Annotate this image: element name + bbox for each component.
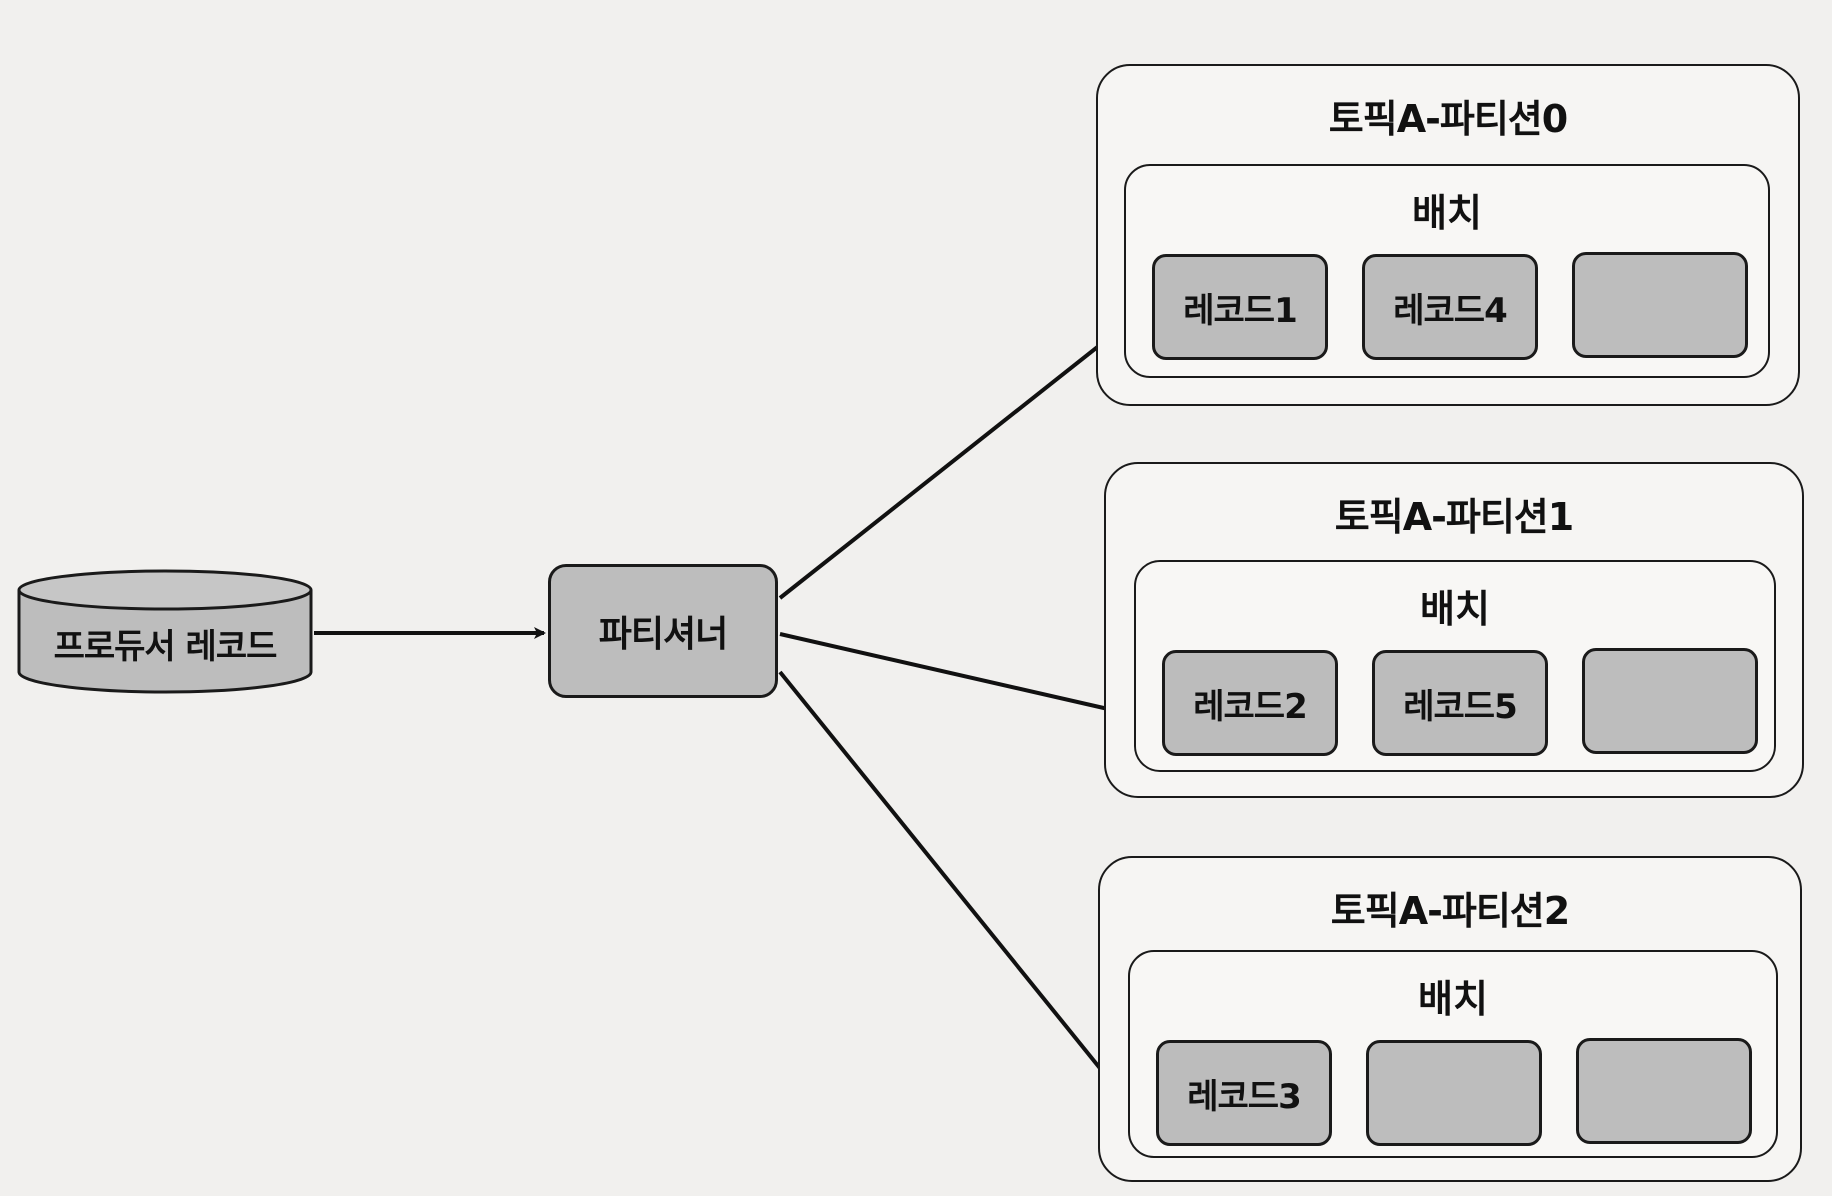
record-box: 레코드3 <box>1156 1040 1332 1146</box>
empty-record-slot <box>1572 252 1748 358</box>
partitioner-label: 파티셔너 <box>598 614 728 655</box>
producer-record-label: 프로듀서 레코드 <box>53 626 278 667</box>
record-box: 레코드5 <box>1372 650 1548 756</box>
empty-record-slot <box>1582 648 1758 754</box>
database-cylinder-icon <box>17 569 313 694</box>
partition-title: 토픽A-파티션1 <box>1334 495 1574 539</box>
arrow-to-partition2 <box>778 670 1126 1100</box>
partition-title: 토픽A-파티션0 <box>1328 97 1568 141</box>
partitioner-box: 파티셔너 <box>548 564 778 698</box>
record-box: 레코드4 <box>1362 254 1538 360</box>
record-box: 레코드1 <box>1152 254 1328 360</box>
producer-record: 프로듀서 레코드 <box>16 568 314 696</box>
batch-label: 배치 <box>1420 587 1490 631</box>
batch-box: 배치 레코드2 레코드5 <box>1134 560 1776 772</box>
batch-box: 배치 레코드3 <box>1128 950 1778 1158</box>
empty-record-slot <box>1366 1040 1542 1146</box>
partition-2: 토픽A-파티션2 배치 레코드3 <box>1098 856 1802 1182</box>
batch-label: 배치 <box>1412 191 1482 235</box>
partition-title: 토픽A-파티션2 <box>1330 889 1570 933</box>
arrow-to-partition1 <box>779 632 1132 718</box>
partition-0: 토픽A-파티션0 배치 레코드1 레코드4 <box>1096 64 1800 406</box>
empty-record-slot <box>1576 1038 1752 1144</box>
arrow-to-partition0 <box>778 324 1126 600</box>
batch-box: 배치 레코드1 레코드4 <box>1124 164 1770 378</box>
partition-1: 토픽A-파티션1 배치 레코드2 레코드5 <box>1104 462 1804 798</box>
record-box: 레코드2 <box>1162 650 1338 756</box>
batch-label: 배치 <box>1418 977 1488 1021</box>
